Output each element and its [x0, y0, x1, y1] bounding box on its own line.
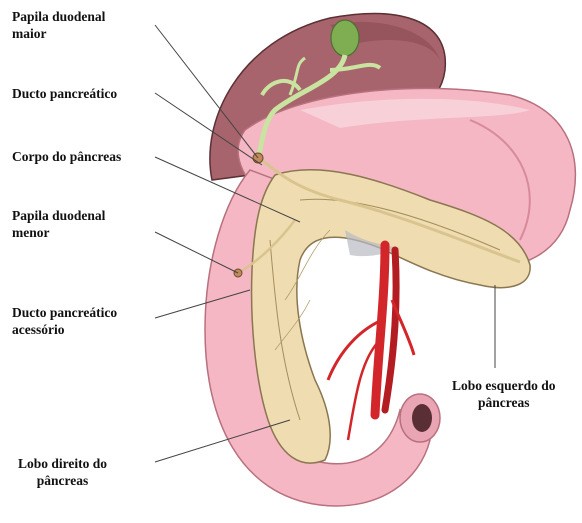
label-lobo-esquerdo-do-pancreas: Lobo esquerdo do pâncreas: [452, 377, 556, 411]
label-ducto-pancreatico: Ducto pancreático: [12, 85, 117, 102]
label-papila-maior-line1: Papila duodenal: [12, 8, 105, 25]
artery: [375, 245, 385, 415]
label-lobo-direito-do-pancreas: Lobo direito do pâncreas: [18, 455, 107, 489]
label-papila-maior-line2: maior: [12, 25, 105, 42]
label-lobo-direito-line2: pâncreas: [18, 472, 107, 489]
label-papila-menor-line2: menor: [12, 224, 105, 241]
label-ducto-acessorio-line2: acessório: [12, 321, 117, 338]
label-papila-duodenal-menor: Papila duodenal menor: [12, 207, 105, 241]
label-papila-duodenal-maior: Papila duodenal maior: [12, 8, 105, 42]
label-lobo-esquerdo-line2: pâncreas: [452, 394, 556, 411]
gallbladder: [331, 20, 359, 56]
label-lobo-direito-line1: Lobo direito do: [18, 455, 107, 472]
label-ducto-acessorio-line1: Ducto pancreático: [12, 304, 117, 321]
label-papila-menor-line1: Papila duodenal: [12, 207, 105, 224]
label-corpo-do-pancreas: Corpo do pâncreas: [12, 148, 121, 165]
label-lobo-esquerdo-line1: Lobo esquerdo do: [452, 377, 556, 394]
duodenum-lumen: [412, 404, 432, 432]
label-ducto-pancreatico-acessorio: Ducto pancreático acessório: [12, 304, 117, 338]
